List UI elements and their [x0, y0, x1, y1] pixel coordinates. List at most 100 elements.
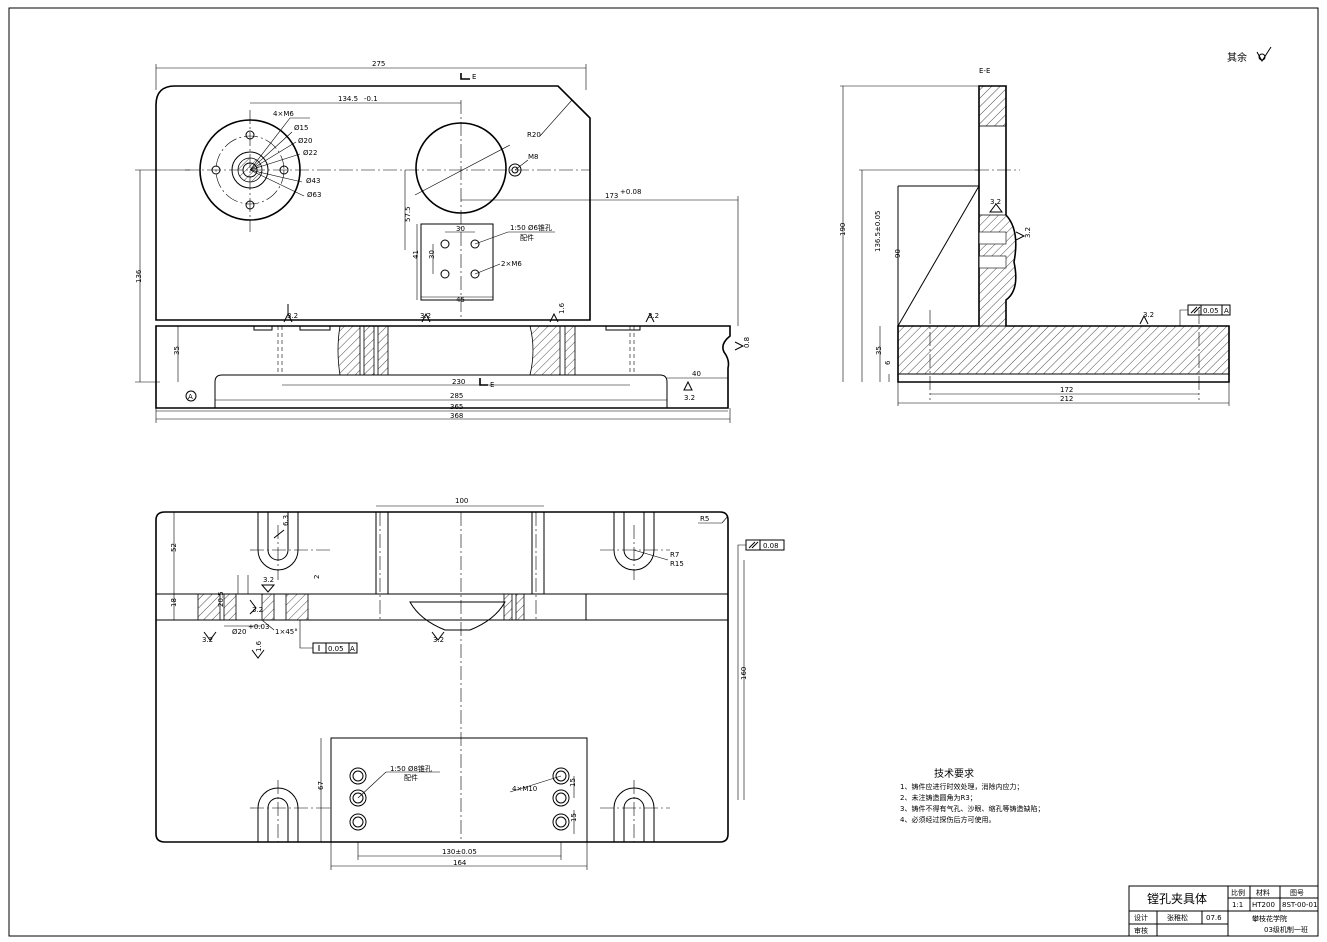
top-ra-2: 3.2: [433, 636, 444, 644]
top-dim-d20: Ø20: [232, 628, 246, 636]
dim-45: 45: [456, 296, 465, 304]
title-drawing-no: 8ST-00-01: [1282, 901, 1317, 909]
dim-30-a: 30: [456, 225, 465, 233]
top-dim-d20-tol: +0.03: [248, 623, 269, 631]
section-mark-bottom: E: [490, 381, 494, 389]
roughness-note-text: 其余: [1227, 51, 1247, 64]
roughness-note: 其余: [1227, 46, 1272, 64]
dim-230: 230: [452, 378, 465, 386]
front-datum-a: A: [188, 393, 193, 401]
hole-4m6: 4×M6: [273, 110, 294, 118]
tech-req-item-4: 4、必须经过探伤后方可使用。: [900, 815, 995, 824]
title-date: 07.6: [1206, 914, 1222, 922]
top-par-tol: 0.08: [763, 542, 779, 550]
side-dim-172: 172: [1060, 386, 1073, 394]
front-ra-1: 3.2: [287, 312, 298, 320]
top-dim-100: 100: [455, 497, 468, 505]
dim-40: 40: [692, 370, 701, 378]
hole-2m6: 2×M6: [501, 260, 522, 268]
dia-43: Ø43: [306, 177, 320, 185]
front-ra-4: 3.2: [648, 312, 659, 320]
title-scale-label: 比例: [1231, 888, 1245, 897]
tech-requirements: 技术要求 1、铸件应进行时效处理，消除内应力； 2、未注铸造圆角为R3； 3、铸…: [900, 767, 1044, 824]
dim-57-5: 57.5: [404, 206, 412, 222]
side-ra-2: 3.2: [990, 198, 1001, 206]
front-ra-2: 3.2: [420, 312, 431, 320]
top-dim-15b: 15: [570, 813, 578, 822]
front-ra-6: 0.8: [743, 337, 751, 348]
dim-134-5-tol: -0.1: [364, 95, 378, 103]
top-radius-r15: R15: [670, 560, 684, 568]
dim-136: 136: [135, 269, 143, 283]
side-ra-3: 3.2: [1024, 227, 1032, 238]
dim-35: 35: [173, 346, 181, 355]
dim-275: 275: [372, 60, 385, 68]
title-designer: 张稚松: [1167, 913, 1188, 922]
title-review-label: 审核: [1134, 926, 1148, 935]
side-dim-35: 35: [875, 346, 883, 355]
top-dim-52: 52: [170, 543, 178, 552]
title-class: 03级机制一班: [1264, 925, 1308, 934]
dim-285: 285: [450, 392, 463, 400]
title-material: HT200: [1252, 901, 1275, 909]
top-ra-1: 3.2: [202, 636, 213, 644]
top-dim-130: 130±0.05: [442, 848, 477, 856]
top-hole-4m10: 4×M10: [512, 785, 537, 793]
dim-30-b: 30: [428, 250, 436, 259]
title-drawing-no-label: 图号: [1290, 889, 1304, 897]
top-pin-note-8-part: 配件: [404, 773, 418, 782]
pin-note-6: 1:50 Ø6锥孔: [510, 223, 552, 232]
side-tol-datum: A: [1224, 307, 1229, 315]
title-material-label: 材料: [1256, 888, 1270, 897]
top-ra-3: 3.2: [263, 576, 274, 584]
title-school: 攀枝花学院: [1252, 914, 1287, 923]
dim-173-tol: +0.08: [620, 188, 641, 196]
tech-req-title: 技术要求: [934, 767, 974, 780]
dim-134-5: 134.5: [338, 95, 358, 103]
front-view: 275 E: [135, 60, 751, 423]
top-dim-chamfer: 1×45°: [275, 628, 298, 636]
top-perp-datum: A: [350, 645, 355, 653]
title-name: 镗孔夹具体: [1147, 892, 1207, 906]
section-mark-top: E: [472, 73, 476, 81]
thread-m8: M8: [528, 153, 539, 161]
top-dim-164: 164: [453, 859, 467, 867]
dia-20: Ø20: [298, 137, 312, 145]
side-ra-1: 3.2: [1143, 311, 1154, 319]
title-design-label: 设计: [1134, 913, 1148, 922]
pin-note-6-part: 配件: [520, 233, 534, 242]
top-dim-67: 67: [317, 781, 325, 790]
side-dim-212: 212: [1060, 395, 1073, 403]
top-perp-tol: 0.05: [328, 645, 344, 653]
side-dim-136-5: 136.5±0.05: [874, 211, 882, 253]
side-dim-6: 6: [884, 360, 892, 365]
front-ra-3: 1.6: [558, 302, 566, 314]
side-dim-190: 190: [839, 223, 847, 236]
side-section-label: E-E: [979, 67, 990, 75]
top-radius-r5: R5: [700, 515, 709, 523]
front-ra-5: 3.2: [684, 394, 695, 402]
dim-173: 173: [605, 192, 618, 200]
side-tol-value: 0.05: [1203, 307, 1219, 315]
side-view: E-E 190 136.5±0.05 90 35 6 172 212: [839, 67, 1231, 406]
tech-req-item-2: 2、未注铸造圆角为R3；: [900, 793, 977, 802]
top-dim-18: 18: [170, 598, 178, 607]
tech-req-item-1: 1、铸件应进行时效处理，消除内应力；: [900, 782, 1023, 791]
title-block: 镗孔夹具体 比例 材料 图号 1:1 HT200 8ST-00-01 设计 张稚…: [1128, 885, 1319, 937]
top-view: 100 52 18 20.5 Ø20 +0.03 1×45° 2: [155, 497, 785, 870]
top-dim-160: 160: [740, 667, 748, 680]
title-scale: 1:1: [1232, 901, 1243, 909]
top-dim-15: 15: [569, 778, 577, 787]
dia-22: Ø22: [303, 149, 317, 157]
radius-r20: R20: [527, 131, 541, 139]
top-dim-20-5: 20.5: [217, 591, 225, 607]
top-radius-r7: R7: [670, 551, 679, 559]
dim-368: 368: [450, 412, 463, 420]
top-dim-2: 2: [313, 575, 321, 579]
tech-req-item-3: 3、铸件不得有气孔、沙眼、缩孔等铸造缺陷；: [900, 804, 1044, 813]
top-ra-5: 6.3: [282, 515, 290, 526]
drawing-frame: [8, 7, 1319, 937]
top-ra-6: 1.6: [255, 640, 263, 652]
dia-63: Ø63: [307, 191, 321, 199]
